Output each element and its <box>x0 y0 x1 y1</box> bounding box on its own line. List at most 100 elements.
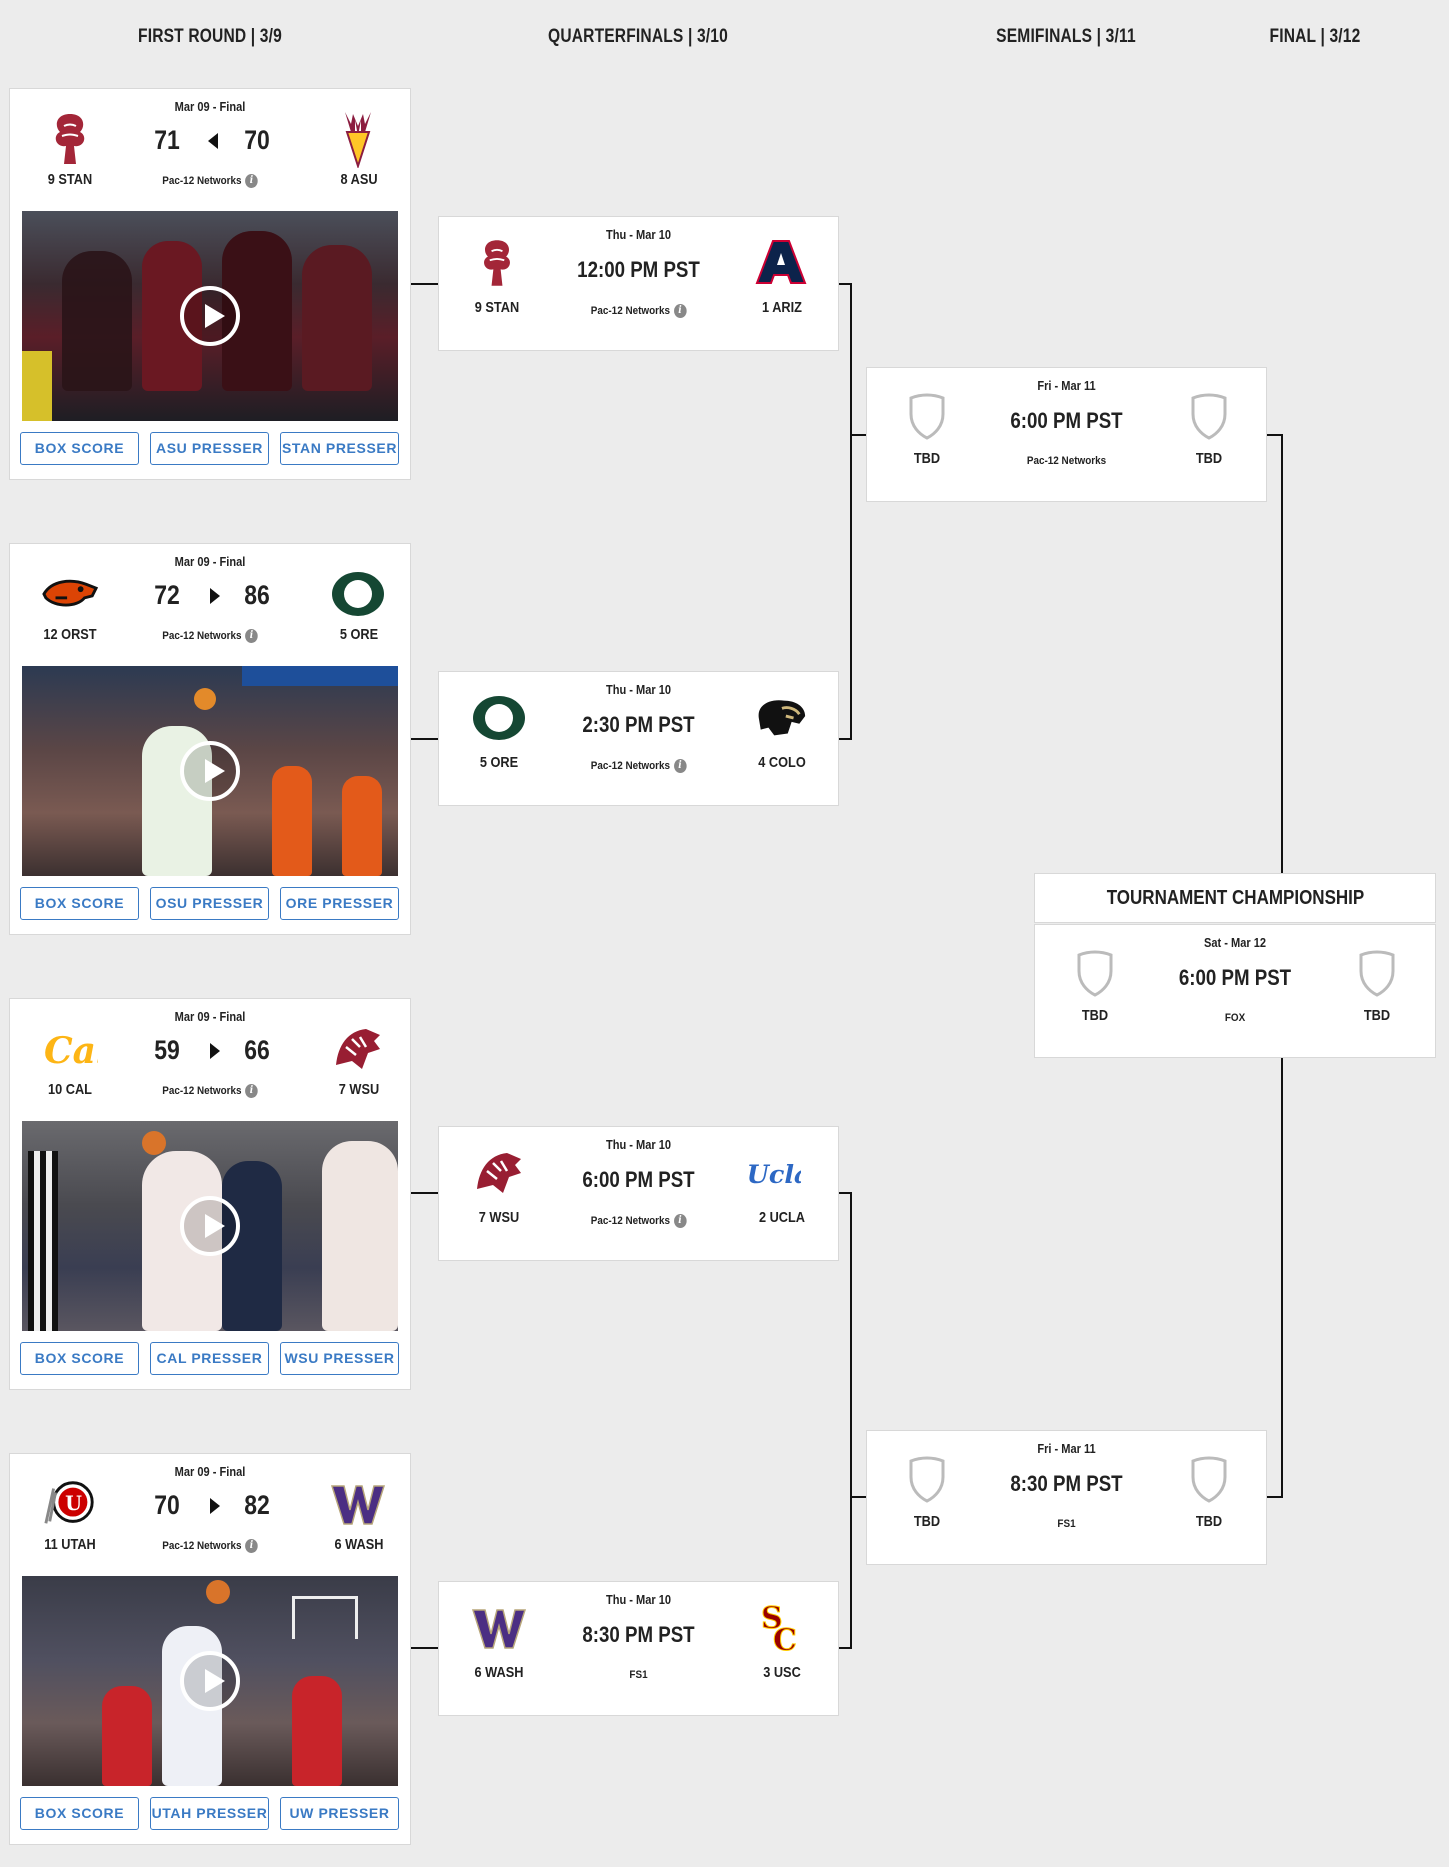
game-time: 6:00 PM PST <box>582 1167 695 1192</box>
box-score-button[interactable]: BOX SCORE <box>20 1342 139 1375</box>
svg-text:Cal: Cal <box>44 1030 98 1071</box>
home-score: 70 <box>244 125 270 155</box>
wsu-cougar-logo[interactable] <box>330 1021 386 1077</box>
tbd-shield-icon <box>1181 1451 1237 1507</box>
game-time: 2:30 PM PST <box>582 712 695 737</box>
ucla-script-logo[interactable]: Ucla <box>745 1145 801 1201</box>
video-thumbnail[interactable] <box>22 1576 398 1786</box>
quarterfinal-game-2[interactable]: Thu - Mar 10 5 ORE 2:30 PM PST Pac-12 Ne… <box>438 671 839 806</box>
home-team-name: TBD <box>1363 1007 1391 1024</box>
presser-button-1[interactable]: UTAH PRESSER <box>150 1797 269 1830</box>
play-icon[interactable] <box>180 1651 240 1711</box>
away-score: 59 <box>154 1035 180 1065</box>
info-icon[interactable]: i <box>673 1214 687 1228</box>
away-team-name: 7 WSU <box>478 1209 520 1226</box>
winner-arrow-right-icon <box>210 1498 220 1514</box>
game-date: Fri - Mar 11 <box>1037 378 1096 393</box>
wsu-cougar-logo[interactable] <box>471 1145 527 1201</box>
oregon-state-beaver-logo[interactable] <box>42 566 98 622</box>
tbd-shield-icon <box>1067 945 1123 1001</box>
game-time: 6:00 PM PST <box>1178 965 1292 990</box>
play-icon[interactable] <box>180 286 240 346</box>
stanford-tree-logo[interactable] <box>42 111 98 167</box>
quarterfinal-game-3[interactable]: Thu - Mar 10 7 WSU 6:00 PM PST Pac-12 Ne… <box>438 1126 839 1261</box>
semifinal-game-2[interactable]: Fri - Mar 11 TBD 8:30 PM PST FS1 TBD <box>866 1430 1267 1565</box>
video-thumbnail[interactable] <box>22 1121 398 1331</box>
first-round-game-1: Mar 09 - Final 9 STAN 71 70 8 ASU Pac-12… <box>9 88 411 480</box>
video-thumbnail[interactable] <box>22 211 398 421</box>
box-score-button[interactable]: BOX SCORE <box>20 432 139 465</box>
info-icon[interactable]: i <box>245 1084 258 1098</box>
quarterfinal-game-1[interactable]: Thu - Mar 10 9 STAN 12:00 PM PST Pac-12 … <box>438 216 839 351</box>
box-score-button[interactable]: BOX SCORE <box>20 1797 139 1830</box>
home-team-name: 7 WSU <box>338 1081 380 1098</box>
home-score: 86 <box>244 580 270 610</box>
svg-text:C: C <box>773 1623 797 1654</box>
tbd-shield-icon <box>899 1451 955 1507</box>
home-score: 66 <box>244 1035 270 1065</box>
presser-button-1[interactable]: OSU PRESSER <box>150 887 269 920</box>
svg-text:U: U <box>65 1492 82 1515</box>
stanford-tree-logo[interactable] <box>469 235 525 291</box>
game-date: Thu - Mar 10 <box>605 682 672 697</box>
game-time: 12:00 PM PST <box>577 257 700 282</box>
presser-button-2[interactable]: STAN PRESSER <box>280 432 399 465</box>
game-date: Thu - Mar 10 <box>605 1592 672 1607</box>
home-team-name: 2 UCLA <box>758 1209 806 1226</box>
play-icon[interactable] <box>180 741 240 801</box>
game-status: Mar 09 - Final <box>174 1009 246 1024</box>
away-team-name: 9 STAN <box>474 299 520 316</box>
away-team-name: 5 ORE <box>479 754 519 771</box>
info-icon[interactable]: i <box>673 304 687 318</box>
washington-w-logo[interactable] <box>330 1476 386 1532</box>
home-team-name: 4 COLO <box>758 754 806 771</box>
cal-script-logo[interactable]: Cal <box>42 1021 98 1077</box>
game-date: Thu - Mar 10 <box>605 227 672 242</box>
info-icon[interactable]: i <box>245 1539 258 1553</box>
home-team-name: 1 ARIZ <box>762 299 802 316</box>
away-team-name: TBD <box>913 1513 941 1530</box>
oregon-o-logo[interactable] <box>471 690 527 746</box>
broadcast-network: FS1 <box>629 1669 648 1681</box>
video-thumbnail[interactable] <box>22 666 398 876</box>
semifinal-game-1[interactable]: Fri - Mar 11 TBD 6:00 PM PST Pac-12 Netw… <box>866 367 1267 502</box>
home-team-name: 6 WASH <box>334 1536 384 1553</box>
game-status: Mar 09 - Final <box>174 99 246 114</box>
away-team-name: TBD <box>1081 1007 1109 1024</box>
info-icon[interactable]: i <box>245 174 258 188</box>
game-status: Mar 09 - Final <box>174 1464 246 1479</box>
info-icon[interactable]: i <box>245 629 258 643</box>
play-icon[interactable] <box>180 1196 240 1256</box>
washington-w-logo[interactable] <box>471 1600 527 1656</box>
home-team-name: 3 USC <box>763 1664 801 1681</box>
utah-u-logo[interactable]: U <box>42 1476 98 1532</box>
away-team-name: 9 STAN <box>47 171 93 188</box>
championship-game[interactable]: Sat - Mar 12 TBD 6:00 PM PST FOX TBD <box>1034 924 1436 1058</box>
presser-button-2[interactable]: UW PRESSER <box>280 1797 399 1830</box>
asu-pitchfork-logo[interactable] <box>330 111 386 168</box>
arizona-a-logo[interactable] <box>753 235 809 291</box>
first-round-game-4: Mar 09 - Final U 11 UTAH 70 82 6 WASH Pa… <box>9 1453 411 1845</box>
presser-button-2[interactable]: WSU PRESSER <box>280 1342 399 1375</box>
home-team-name: 5 ORE <box>339 626 379 643</box>
svg-text:Ucla: Ucla <box>747 1160 801 1190</box>
away-team-name: TBD <box>913 450 941 467</box>
presser-button-1[interactable]: ASU PRESSER <box>150 432 269 465</box>
presser-button-1[interactable]: CAL PRESSER <box>150 1342 269 1375</box>
presser-button-2[interactable]: ORE PRESSER <box>280 887 399 920</box>
info-icon[interactable]: i <box>673 759 687 773</box>
game-time: 6:00 PM PST <box>1010 408 1123 433</box>
tbd-shield-icon <box>1181 388 1237 444</box>
game-time: 8:30 PM PST <box>1010 1471 1123 1496</box>
colorado-buffalo-logo[interactable] <box>753 690 809 746</box>
box-score-button[interactable]: BOX SCORE <box>20 887 139 920</box>
oregon-o-logo[interactable] <box>330 566 386 622</box>
